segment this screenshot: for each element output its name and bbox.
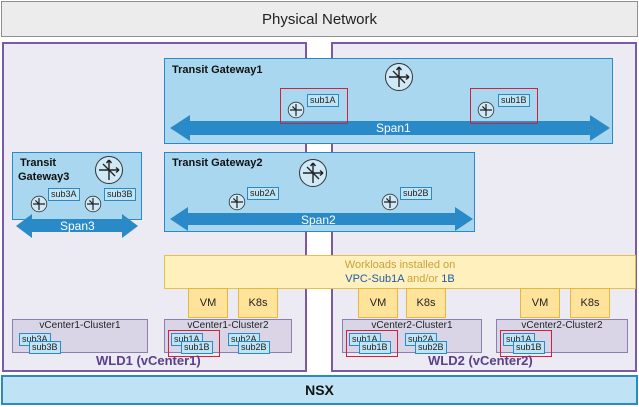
- k8s-box: K8s: [238, 288, 278, 318]
- router-icon: [287, 101, 305, 119]
- subnet-sub2a-tag: sub2A: [247, 187, 279, 200]
- transit-gateway2-title: Transit Gateway2: [172, 157, 263, 169]
- wld2-label: WLD2 (vCenter2): [428, 353, 533, 368]
- nsx-bar: NSX: [1, 375, 638, 405]
- subnet-sub3b-tag: sub3B: [104, 188, 136, 201]
- vm-box: VM: [358, 288, 398, 318]
- wld1-label: WLD1 (vCenter1): [96, 353, 201, 368]
- subnet-sub1b-tag: sub1B: [498, 94, 530, 107]
- cluster-subnet-tag: sub1B: [359, 341, 391, 354]
- span3-label: Span3: [60, 219, 95, 233]
- workloads-andor-label: and/or: [407, 273, 439, 285]
- cluster-label: vCenter2-Cluster1: [371, 320, 453, 331]
- k8s-box: K8s: [406, 288, 446, 318]
- physical-network-bar: Physical Network: [1, 1, 638, 37]
- router-icon: [385, 63, 413, 91]
- subnet-sub3a-tag: sub3A: [48, 188, 80, 201]
- workloads-vpc-label: VPC-Sub1A: [345, 273, 404, 285]
- cluster-subnet-highlight: [168, 330, 220, 357]
- vm-box: VM: [188, 288, 228, 318]
- sub1a-highlight: [280, 88, 348, 124]
- vm-box: VM: [520, 288, 560, 318]
- router-icon: [30, 195, 48, 213]
- router-icon: [228, 193, 246, 211]
- cluster-label: vCenter2-Cluster2: [521, 320, 603, 331]
- subnet-sub2b-tag: sub2B: [400, 187, 432, 200]
- transit-gateway3-title-line1: Transit: [20, 157, 57, 169]
- workloads-line1: Workloads installed on: [344, 259, 456, 271]
- router-icon: [477, 101, 495, 119]
- router-icon: [84, 195, 102, 213]
- cluster-subnet-tag: sub3B: [29, 341, 61, 354]
- cluster-subnet-tag: sub1B: [513, 341, 545, 354]
- physical-network-label: Physical Network: [261, 10, 378, 28]
- cluster-subnet-highlight: [500, 330, 552, 357]
- cluster-label: vCenter1-Cluster1: [39, 320, 121, 331]
- workloads-band: [164, 255, 636, 289]
- span2-label: Span2: [301, 213, 336, 227]
- k8s-box: K8s: [570, 288, 610, 318]
- workloads-line2: VPC-Sub1A and/or 1B: [164, 273, 636, 285]
- router-icon: [381, 193, 399, 211]
- nsx-label: NSX: [305, 382, 334, 398]
- transit-gateway3-title-line2: Gateway3: [18, 171, 70, 183]
- cluster-subnet-tag: sub2B: [415, 341, 447, 354]
- workloads-1b-label: 1B: [441, 273, 455, 285]
- cluster-subnet-highlight: [346, 330, 398, 357]
- router-icon: [95, 156, 123, 184]
- cluster-subnet-tag: sub2B: [238, 341, 270, 354]
- router-icon: [299, 159, 327, 187]
- sub1b-highlight: [470, 88, 538, 124]
- cluster-subnet-tag: sub1B: [181, 341, 213, 354]
- span1-label: Span1: [376, 121, 411, 135]
- subnet-sub1a-tag: sub1A: [307, 94, 339, 107]
- transit-gateway1-title: Transit Gateway1: [172, 64, 263, 76]
- cluster-label: vCenter1-Cluster2: [187, 320, 269, 331]
